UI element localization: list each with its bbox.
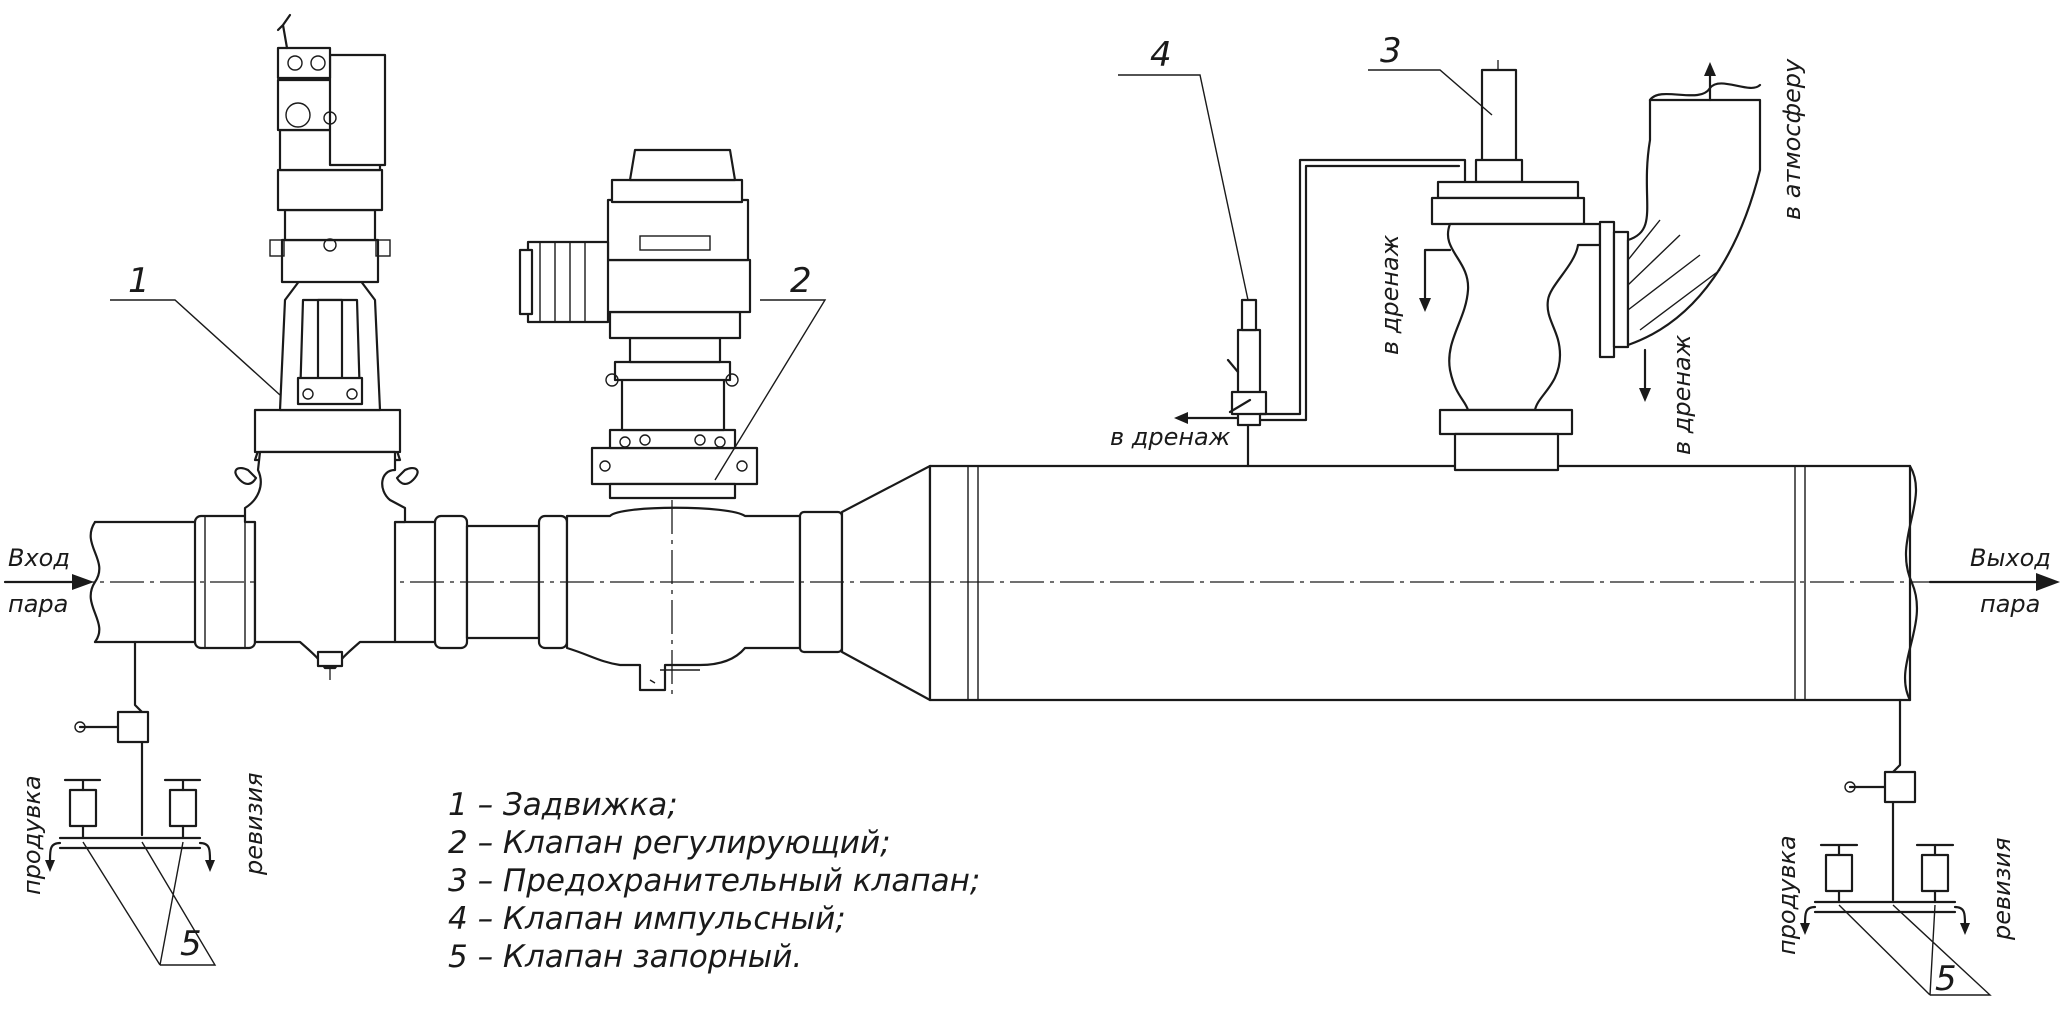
callout-5-right: 5: [1935, 959, 1957, 999]
inlet-label-1: Вход: [8, 544, 70, 572]
drain-label-mid: в дренаж: [1110, 423, 1231, 451]
legend-item: 2 – Клапан регулирующий;: [448, 825, 891, 861]
revision-label-right: ревизия: [1988, 837, 2016, 941]
legend-item: 5 – Клапан запорный.: [448, 939, 802, 975]
callout-2: 2: [790, 261, 812, 301]
gate-valve-1: [234, 13, 419, 670]
legend-item: 4 – Клапан импульсный;: [448, 901, 846, 937]
stop-valve-assembly-left: [45, 640, 215, 872]
impulse-valve-4: [1174, 158, 1467, 468]
legend: 1 – Задвижка; 2 – Клапан регулирующий; 3…: [448, 787, 980, 975]
drain-label-valve3-left: в дренаж: [1376, 234, 1404, 355]
purge-label-left: продувка: [18, 775, 46, 895]
safety-valve-3: [1419, 62, 1762, 472]
drain-label-valve3-right: в дренаж: [1668, 334, 1696, 455]
outlet-label-2: пара: [1980, 590, 2040, 618]
revision-label-left: ревизия: [240, 772, 268, 876]
outlet-label-1: Выход: [1970, 544, 2051, 572]
legend-item: 3 – Предохранительный клапан;: [448, 863, 980, 899]
callout-3: 3: [1380, 31, 1402, 71]
callout-4: 4: [1150, 35, 1172, 75]
leader-lines: [82, 69, 1992, 996]
callout-1: 1: [128, 261, 150, 301]
inlet-arrow: [3, 574, 94, 590]
legend-item: 1 – Задвижка;: [448, 787, 678, 823]
control-valve-2: [518, 148, 759, 500]
stop-valve-assembly-right: [1800, 698, 1970, 935]
purge-label-right: продувка: [1773, 835, 1801, 955]
inlet-label-2: пара: [8, 590, 68, 618]
main-pipeline: [89, 464, 1918, 702]
callout-5-left: 5: [180, 924, 202, 964]
atmosphere-label: в атмосферу: [1778, 58, 1806, 220]
outlet-arrow: [1928, 573, 2060, 591]
